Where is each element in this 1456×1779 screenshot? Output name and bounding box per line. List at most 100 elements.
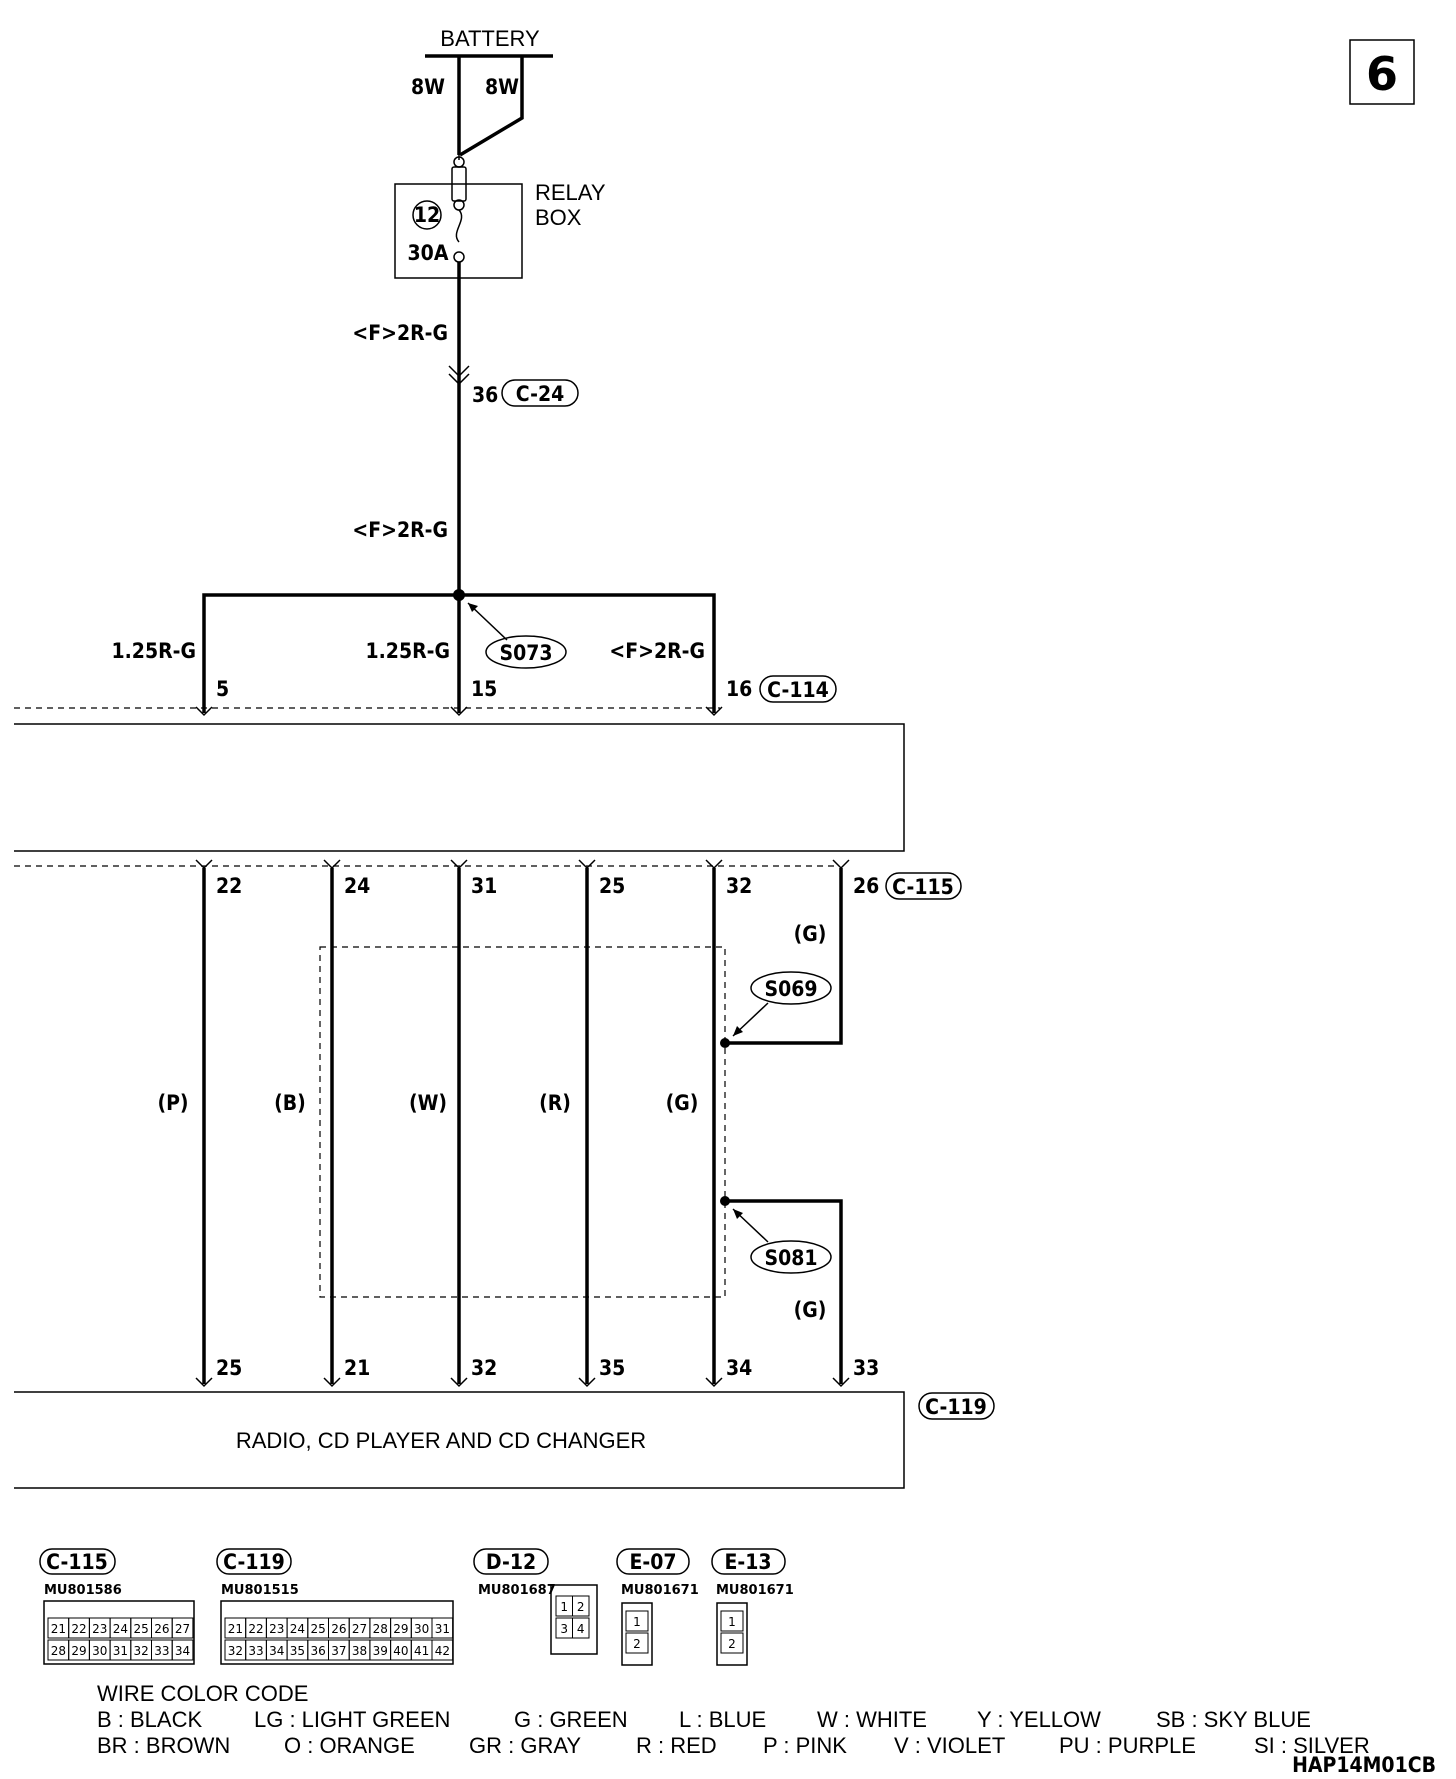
- splice-s081-label: S081: [764, 1246, 817, 1270]
- legend-line-1: B : BLACK LG : LIGHT GREEN G : GREEN L :…: [97, 1707, 1311, 1732]
- fuse-rating: 30A: [408, 241, 449, 265]
- connector-pin-number: 40: [393, 1644, 408, 1658]
- fuse-terminal-bottom: [453, 251, 465, 263]
- connector-pin-number: 2: [577, 1600, 585, 1614]
- connector-pin-number: 32: [134, 1644, 149, 1658]
- conn-view-d12-id: D-12: [486, 1550, 536, 1574]
- c119-id-badge: [918, 1392, 995, 1420]
- connector-pin-number: 22: [248, 1622, 263, 1636]
- legend-item: R : RED: [636, 1733, 717, 1758]
- signal-wires: [202, 868, 843, 1384]
- conn-view-d12-part: MU801687: [478, 1583, 556, 1598]
- legend-item: V : VIOLET: [894, 1733, 1005, 1758]
- connector-pin-number: 25: [134, 1622, 149, 1636]
- c114-id-badge: [759, 675, 837, 703]
- conn-view-e13-id: E-13: [724, 1550, 771, 1574]
- c114-id: C-114: [767, 678, 829, 702]
- connector-pin-cell: [720, 1632, 744, 1654]
- legend-item: LG : LIGHT GREEN: [254, 1707, 450, 1732]
- connector-pin-number: 26: [331, 1622, 346, 1636]
- relay-box-label-1: RELAY: [535, 180, 606, 205]
- connector-pin-number: 21: [228, 1622, 243, 1636]
- c115-pin-22: 22: [216, 874, 242, 898]
- connector-pin-number: 30: [92, 1644, 107, 1658]
- conn-view-c115-part: MU801586: [44, 1583, 122, 1598]
- fuse-number: 12: [414, 203, 440, 227]
- connector-pin-number: 33: [248, 1644, 263, 1658]
- fuse-holder: [451, 166, 467, 202]
- connector-pin-cell: [720, 1610, 744, 1632]
- figure-code: HAP14M01CB: [1292, 1753, 1436, 1774]
- conn-view-c115-id-badge: [39, 1548, 116, 1575]
- connector-pin-number: 36: [311, 1644, 326, 1658]
- connector-pin-cell: [625, 1632, 649, 1654]
- conn-view-e13-part: MU801671: [716, 1583, 794, 1598]
- wire-label-branch-center: 1.25R-G: [365, 639, 450, 663]
- conn-view-e07-id-badge: [616, 1548, 690, 1575]
- splice-s073-badge: [485, 635, 567, 669]
- c115-pin-26: 26: [853, 874, 879, 898]
- connector-pin-number: 23: [92, 1622, 107, 1636]
- connector-pin-number: 37: [331, 1644, 346, 1658]
- connector-pin-number: 34: [269, 1644, 284, 1658]
- connector-pin-cell: [431, 1617, 454, 1639]
- connector-pin-number: 41: [414, 1644, 429, 1658]
- splice-s073-node: [453, 589, 465, 601]
- connector-pin-number: 28: [51, 1644, 66, 1658]
- connector-pin-number: 27: [175, 1622, 190, 1636]
- c115-pin-32: 32: [726, 874, 752, 898]
- conn-view-e13-id-badge: [711, 1548, 786, 1575]
- connector-pin-cell: [171, 1617, 194, 1639]
- splice-s069-label: S069: [764, 977, 817, 1001]
- connector-pin-number: 30: [414, 1622, 429, 1636]
- connector-pin-cell: [171, 1639, 194, 1661]
- radio-component-box: [14, 1391, 905, 1489]
- connector-pin-number: 24: [290, 1622, 305, 1636]
- c119-id: C-119: [925, 1395, 987, 1419]
- connector-pin-cell: [572, 1617, 590, 1639]
- legend-item: SI : SILVER: [1254, 1733, 1370, 1758]
- fuse-element: [455, 209, 463, 243]
- battery-label: BATTERY: [440, 26, 540, 51]
- conn-view-c119-id: C-119: [223, 1550, 285, 1574]
- connector-pin-number: 34: [175, 1644, 190, 1658]
- legend-item: Y : YELLOW: [977, 1707, 1101, 1732]
- c115-pin-24: 24: [344, 874, 370, 898]
- connector-pin-number: 31: [113, 1644, 128, 1658]
- connector-pin-number: 32: [228, 1644, 243, 1658]
- connector-pin-number: 2: [633, 1637, 641, 1651]
- conn-view-e07-part: MU801671: [621, 1583, 699, 1598]
- c115-pin-25: 25: [599, 874, 625, 898]
- connector-pin-cell: [431, 1639, 454, 1661]
- conn-view-c119-id-badge: [216, 1548, 292, 1575]
- wire-color-2: (B): [274, 1091, 306, 1115]
- c115-id-badge: [885, 872, 962, 900]
- connector-pin-number: 2: [728, 1637, 736, 1651]
- wire-color-5: (G): [666, 1091, 699, 1115]
- c119-pin-32: 32: [471, 1356, 497, 1380]
- connector-pin-number: 1: [728, 1615, 736, 1629]
- conn-view-d12-id-badge: [473, 1548, 549, 1575]
- legend-item: P : PINK: [763, 1733, 847, 1758]
- connector-pin-number: 21: [51, 1622, 66, 1636]
- connector-pin-number: 24: [113, 1622, 128, 1636]
- connector-pin-number: 25: [311, 1622, 326, 1636]
- shield-outline: [319, 946, 726, 1298]
- c119-pin-35: 35: [599, 1356, 625, 1380]
- legend-item: B : BLACK: [97, 1707, 202, 1732]
- wire-label-branch-left: 1.25R-G: [111, 639, 196, 663]
- legend-item: SB : SKY BLUE: [1156, 1707, 1311, 1732]
- connector-pin-number: 42: [435, 1644, 450, 1658]
- conn-view-d12-body: [550, 1584, 598, 1655]
- c119-pin-34: 34: [726, 1356, 752, 1380]
- connector-pin-number: 35: [290, 1644, 305, 1658]
- conn-view-c115-body: [43, 1600, 195, 1665]
- c24-id-badge: [501, 379, 579, 407]
- battery-wire-left: 8W: [411, 75, 445, 99]
- c115-pin-marks: [195, 859, 850, 870]
- legend-item: L : BLUE: [679, 1707, 766, 1732]
- connector-pin-number: 4: [577, 1622, 585, 1636]
- wire-label-branch-right: <F>2R-G: [609, 639, 705, 663]
- legend-item: GR : GRAY: [469, 1733, 581, 1758]
